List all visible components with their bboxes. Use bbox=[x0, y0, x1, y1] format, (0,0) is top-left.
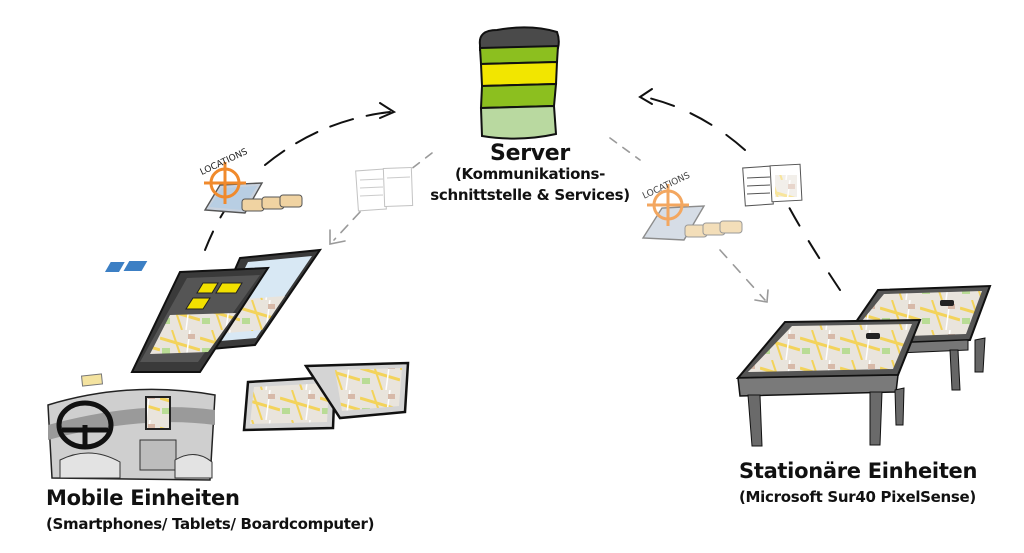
locations-badge-right bbox=[641, 184, 743, 241]
server-label: Server (Kommunikations- schnittstelle & … bbox=[420, 143, 640, 206]
locations-badge-left bbox=[203, 162, 303, 214]
document-icon-left bbox=[355, 167, 414, 212]
server-database-icon bbox=[478, 26, 560, 140]
flow-server-to-mobile-arrow bbox=[329, 152, 433, 245]
server-subtitle-line2: schnittstelle & Services) bbox=[430, 186, 630, 204]
document-icon-right bbox=[742, 163, 803, 207]
mobile-units-label: Mobile Einheiten (Smartphones/ Tablets/ … bbox=[46, 485, 375, 537]
flow-server-to-stationary-arrow bbox=[609, 137, 769, 303]
server-subtitle-line1: (Kommunikations- bbox=[454, 165, 606, 183]
smartphone-front-icon bbox=[130, 266, 270, 373]
mobile-units-subtitle: (Smartphones/ Tablets/ Boardcomputer) bbox=[46, 515, 375, 533]
mobile-units-title: Mobile Einheiten bbox=[46, 486, 240, 510]
tablet-left-icon bbox=[242, 375, 337, 432]
flow-mobile-to-server-arrow bbox=[204, 102, 397, 251]
server-title: Server bbox=[490, 141, 570, 166]
surface-table-front-icon bbox=[735, 318, 922, 447]
flow-stationary-to-server-arrow bbox=[638, 88, 841, 291]
stationary-units-label: Stationäre Einheiten (Microsoft Sur40 Pi… bbox=[739, 458, 977, 510]
stationary-units-subtitle: (Microsoft Sur40 PixelSense) bbox=[739, 488, 976, 506]
stationary-units-title: Stationäre Einheiten bbox=[739, 459, 978, 483]
tablet-right-icon bbox=[303, 361, 410, 420]
car-boardcomputer-icon bbox=[47, 373, 216, 481]
